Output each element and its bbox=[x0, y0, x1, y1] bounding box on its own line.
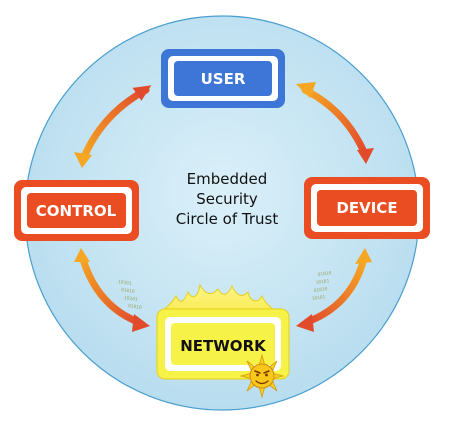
binary-line: 10101 bbox=[124, 295, 139, 303]
binary-stream-right: 01010 10101 01010 10101 bbox=[311, 270, 332, 302]
binary-line: 10101 bbox=[315, 278, 330, 286]
network-label: NETWORK bbox=[180, 337, 267, 355]
arrow-control-network bbox=[74, 248, 150, 332]
binary-line: 10101 bbox=[311, 294, 326, 302]
binary-line: 10101 bbox=[118, 279, 133, 287]
center-title-line-2: Security bbox=[196, 190, 258, 208]
control-label: CONTROL bbox=[36, 202, 117, 220]
binary-line: 01010 bbox=[313, 286, 328, 294]
control-node[interactable]: CONTROL bbox=[14, 180, 139, 241]
center-title-line-1: Embedded bbox=[187, 170, 268, 188]
device-label: DEVICE bbox=[336, 199, 397, 217]
binary-stream-left: 10101 01010 10101 01010 bbox=[118, 279, 143, 311]
device-node[interactable]: DEVICE bbox=[304, 177, 430, 239]
user-label: USER bbox=[201, 70, 246, 88]
user-node[interactable]: USER bbox=[161, 49, 285, 108]
network-node[interactable]: NETWORK bbox=[156, 283, 290, 380]
arrow-device-network bbox=[296, 248, 372, 332]
arrow-user-device bbox=[296, 82, 374, 164]
arrow-user-control bbox=[74, 85, 152, 168]
binary-line: 01010 bbox=[121, 287, 136, 295]
binary-line: 01010 bbox=[128, 303, 143, 311]
center-title-line-3: Circle of Trust bbox=[176, 210, 279, 228]
evil-sun-icon bbox=[239, 353, 285, 399]
binary-line: 01010 bbox=[317, 270, 332, 278]
center-title: Embedded Security Circle of Trust bbox=[176, 170, 279, 228]
